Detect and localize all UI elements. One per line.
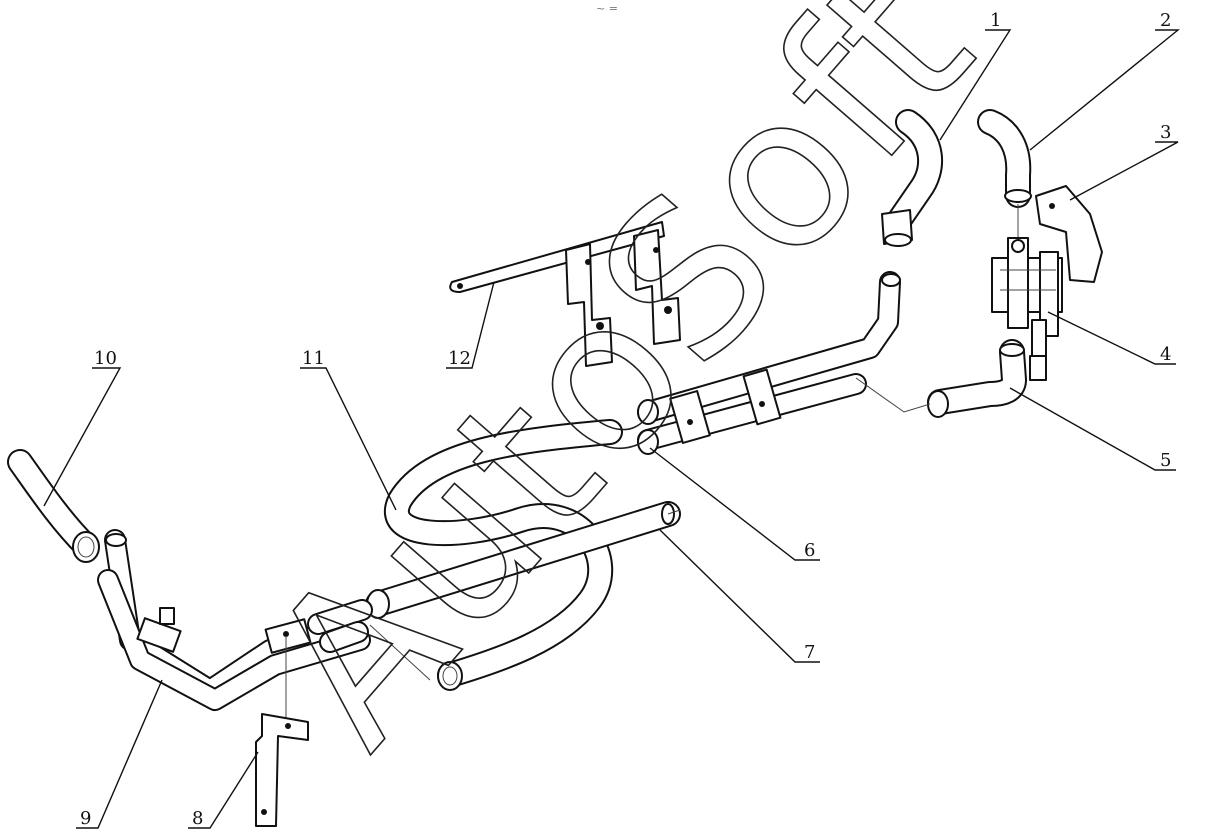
callout-4: 4: [1160, 344, 1171, 365]
part-2-hose: [977, 109, 1032, 240]
part-5-hose: [855, 339, 1027, 418]
callout-6: 6: [804, 540, 815, 561]
callout-12: 12: [448, 348, 471, 369]
callout-11: 11: [302, 348, 325, 369]
part-11-hose: [384, 419, 623, 691]
callout-5: 5: [1160, 450, 1171, 471]
part-8-bracket: [255, 636, 309, 827]
callout-10: 10: [94, 348, 117, 369]
part-6-pipe: [637, 271, 901, 455]
header-mark: ~ =: [596, 2, 618, 15]
callout-7: 7: [804, 642, 815, 663]
connector-hoses: [307, 509, 681, 681]
callout-3: 3: [1160, 122, 1171, 143]
leader-lines: [43, 29, 1180, 829]
callout-2: 2: [1160, 10, 1171, 31]
part-1-hose: [881, 109, 944, 247]
callout-8: 8: [192, 808, 203, 829]
callout-9: 9: [80, 808, 91, 829]
part-12-bracket: [449, 221, 681, 367]
part-9-pipe: [97, 529, 371, 711]
watermark: AutoSoft: [221, 0, 1020, 790]
callout-1: 1: [990, 10, 1001, 31]
part-3-bracket: [1035, 185, 1103, 283]
callout-numbers: 1 2 3 4 5 6 7 8 9 10 11 12: [80, 10, 1171, 829]
part-10-hose: [7, 449, 100, 563]
svg-text:AutoSoft: AutoSoft: [222, 0, 1020, 789]
